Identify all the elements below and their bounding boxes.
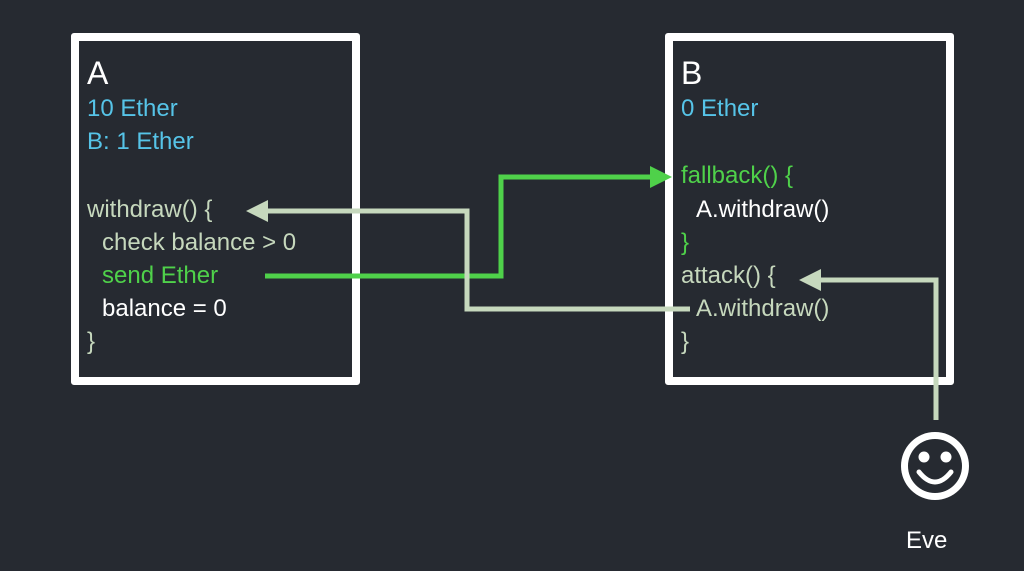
- fallback-function-header: fallback() {: [681, 162, 794, 189]
- attacker-label: Eve: [906, 527, 948, 554]
- send-ether-arrow: [265, 174, 652, 279]
- contract-a-title: A: [87, 55, 109, 91]
- contract-a-balance: 10 Ether: [87, 95, 178, 122]
- withdraw-call-arrow: [268, 208, 690, 312]
- eve-attack-arrow: [820, 277, 939, 420]
- attack-function-close: }: [681, 328, 690, 355]
- contract-b-balance: 0 Ether: [681, 95, 759, 122]
- attack-withdraw-call: A.withdraw(): [696, 295, 830, 322]
- send-ether-line: send Ether: [102, 262, 219, 289]
- contract-b-title: B: [681, 55, 703, 91]
- check-balance-line: check balance > 0: [102, 229, 297, 256]
- contract-a-ledger-entry: B: 1 Ether: [87, 128, 194, 155]
- smiley-face-icon: [901, 432, 969, 500]
- send-ether-arrowhead: [650, 166, 672, 188]
- withdraw-function-close: }: [87, 328, 96, 355]
- eve-attack-arrowhead: [799, 269, 821, 291]
- contract-b-box: [665, 33, 954, 385]
- withdraw-function-header: withdraw() {: [87, 196, 213, 223]
- withdraw-call-arrowhead: [246, 200, 268, 222]
- balance-reset-line: balance = 0: [102, 295, 227, 322]
- fallback-withdraw-call: A.withdraw(): [696, 196, 830, 223]
- fallback-function-close: }: [681, 229, 690, 256]
- attack-function-header: attack() {: [681, 262, 776, 289]
